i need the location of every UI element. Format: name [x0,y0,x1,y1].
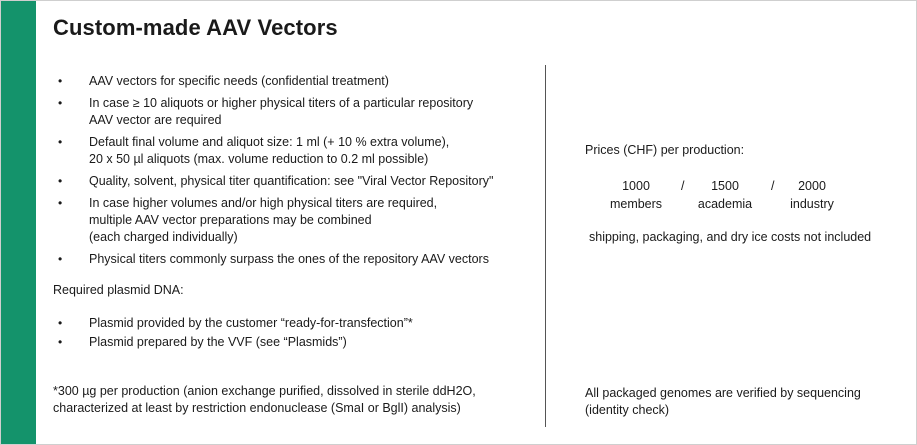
bullet-icon: • [58,335,63,349]
price-value: 1500 [711,179,739,193]
bullet-icon: • [58,252,63,266]
list-item: • Physical titers commonly surpass the on… [53,251,533,268]
price-value: 1000 [622,179,650,193]
price-separator: / [771,179,775,193]
list-item: • In case higher volumes and/or high phys… [53,195,533,246]
plasmid-footnote: *300 µg per production (anion exchange p… [53,384,476,415]
list-item-text: Physical titers commonly surpass the one… [89,252,489,266]
page-title: Custom-made AAV Vectors [53,15,338,40]
bullet-icon: • [58,174,63,188]
price-group: members [609,197,663,211]
feature-list: • AAV vectors for specific needs (confide… [53,73,533,268]
list-item-text: Quality, solvent, physical titer quantif… [89,174,494,188]
list-item: • Quality, solvent, physical titer quanti… [53,173,533,190]
bullet-icon: • [58,74,63,88]
list-item: • Plasmid provided by the customer “ready… [53,315,533,332]
bullet-icon: • [58,196,63,210]
price-tier-industry: 2000 industry [773,177,851,213]
list-item-text: AAV vectors for specific needs (confiden… [89,74,389,88]
bullet-icon: • [58,135,63,149]
plasmid-heading: Required plasmid DNA: [53,283,184,297]
list-item-text: Plasmid prepared by the VVF (see “Plasmi… [89,335,347,349]
list-item: • Plasmid prepared by the VVF (see “Plasm… [53,334,533,351]
price-group: industry [790,197,834,211]
list-item-text: In case higher volumes and/or high physi… [89,196,438,244]
list-item-text: Default final volume and aliquot size: 1… [89,135,450,166]
list-item: • In case ≥ 10 aliquots or higher physica… [53,95,533,129]
list-item-text: Plasmid provided by the customer “ready-… [89,316,413,330]
price-value: 2000 [798,179,826,193]
list-item-text: In case ≥ 10 aliquots or higher physical… [89,96,474,127]
list-item: • Default final volume and aliquot size: … [53,134,533,168]
column-divider [545,65,546,427]
price-table: 1000 members / 1500 academia / 2000 indu… [591,177,851,217]
verification-note: All packaged genomes are verified by seq… [585,386,861,417]
details-column: • AAV vectors for specific needs (confide… [53,73,533,353]
shipping-note: shipping, packaging, and dry ice costs n… [589,230,872,244]
plasmid-list: • Plasmid provided by the customer “ready… [53,315,533,351]
price-tier-members: 1000 members [591,177,681,213]
bullet-icon: • [58,316,63,330]
price-group: academia [697,197,753,211]
prices-label: Prices (CHF) per production: [585,143,745,157]
list-item: • AAV vectors for specific needs (confide… [53,73,533,90]
price-tier-academia: 1500 academia [683,177,767,213]
bullet-icon: • [58,96,63,110]
accent-bar [1,1,36,444]
price-separator: / [681,179,685,193]
